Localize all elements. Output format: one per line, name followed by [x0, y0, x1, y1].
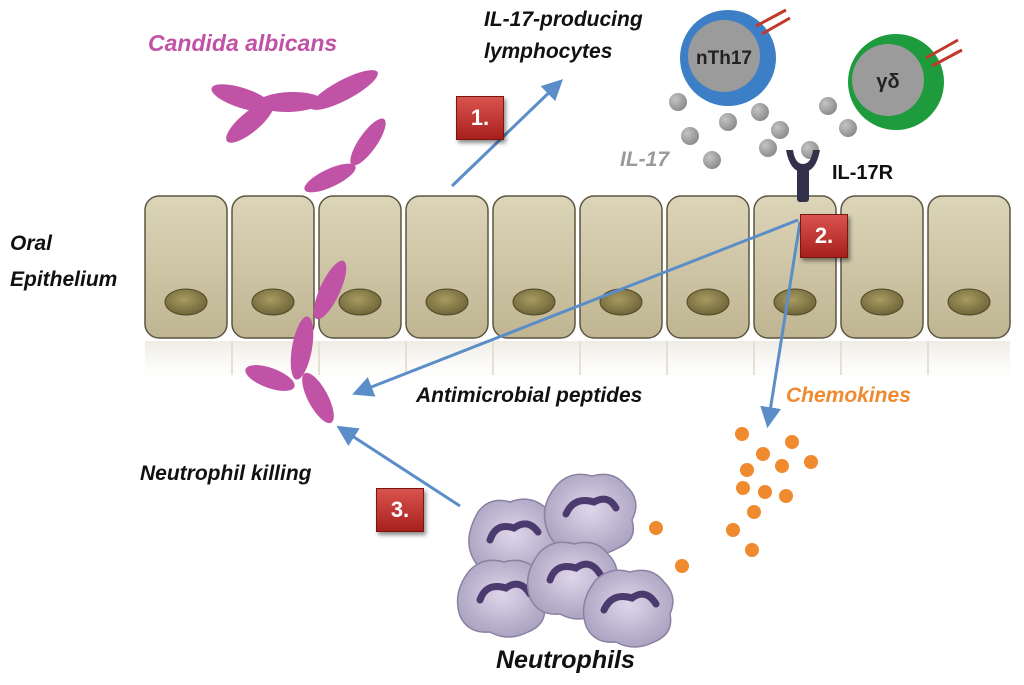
step-1-badge: 1. [456, 96, 504, 140]
tcr-receptor [925, 38, 959, 60]
epithelial-cell [579, 195, 663, 339]
lymphocytes-label: lymphocytes [484, 40, 613, 63]
step-2-badge: 2. [800, 214, 848, 258]
neutrophil [582, 569, 674, 648]
epithelial-cell [927, 195, 1011, 339]
cell-nucleus [686, 288, 730, 316]
neutrophils-label: Neutrophils [496, 646, 635, 674]
cell-nucleus [860, 288, 904, 316]
epithelial-cell [492, 195, 576, 339]
cell-nucleus [164, 288, 208, 316]
il17-producing-label: IL-17-producing [484, 8, 643, 31]
epithelial-cell [318, 195, 402, 339]
chemokines-label: Chemokines [786, 384, 911, 407]
nth17-lymphocyte: nTh17 [680, 8, 791, 106]
epithelial-cell [840, 195, 924, 339]
epithelial-cell [231, 195, 315, 339]
oral-label: Oral [10, 232, 53, 255]
gd-label: γδ [876, 71, 899, 93]
candida-hyphae-top [211, 70, 386, 193]
epithelium-label: Epithelium [10, 268, 118, 291]
cell-nucleus [599, 288, 643, 316]
oral-epithelium-cells [144, 195, 1011, 339]
step-3-badge: 3. [376, 488, 424, 532]
il17-receptor [786, 150, 820, 202]
neutrophil-cluster [456, 473, 674, 648]
cell-nucleus [512, 288, 556, 316]
pathway-arrows [336, 79, 802, 508]
nth17-label: nTh17 [696, 48, 752, 69]
cell-nucleus [773, 288, 817, 316]
cell-nucleus [425, 288, 469, 316]
arrow-chemokines [760, 221, 802, 429]
neutrophil-killing-label: Neutrophil killing [140, 462, 312, 485]
cell-nucleus [947, 288, 991, 316]
tcr-receptor [755, 8, 787, 28]
il17-molecules [669, 93, 857, 169]
chemokine-particles [649, 427, 818, 573]
arrow-to-lymphocytes [450, 79, 564, 188]
gamma-delta-lymphocyte: γδ [848, 34, 963, 130]
antimicrobial-peptides-label: Antimicrobial peptides [416, 384, 643, 407]
il17r-label: IL-17R [832, 162, 894, 184]
arrow-antimicrobial-peptides [352, 218, 799, 397]
candida-albicans-label: Candida albicans [148, 30, 338, 56]
epithelial-cell [405, 195, 489, 339]
candida-hyphae-invading [245, 260, 347, 424]
il17-label: IL-17 [620, 148, 670, 171]
epithelial-cell [144, 195, 228, 339]
arrow-neutrophil-killing [336, 425, 461, 508]
neutrophil [543, 473, 637, 556]
cell-nucleus [338, 288, 382, 316]
neutrophil [456, 559, 548, 638]
cell-nucleus [251, 288, 295, 316]
